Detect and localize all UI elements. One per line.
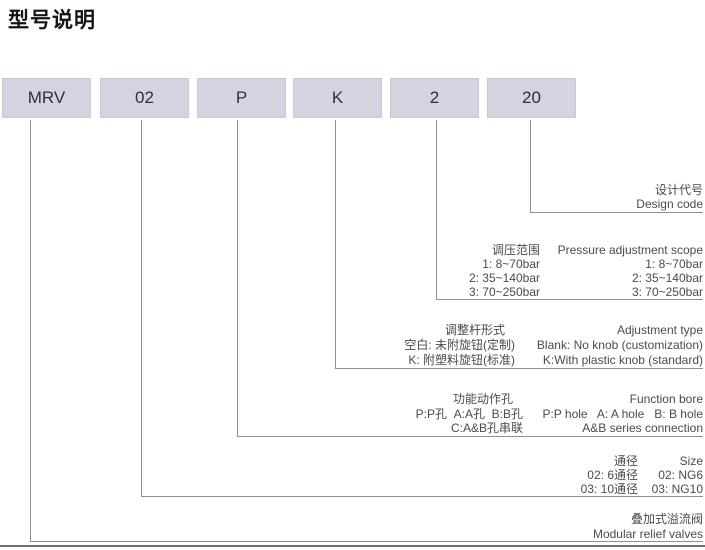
connector-pressure-hline — [436, 299, 703, 300]
model-box-pressure: 2 — [390, 78, 479, 118]
connector-size-hline — [141, 496, 703, 497]
page-bottom-border — [0, 545, 705, 547]
connector-knob-hline — [335, 368, 703, 369]
function-bore-row-2-zh: C:A&B孔串联 — [450, 421, 523, 435]
function-bore-row-1-en: P:P hole A: A hole B: B hole — [542, 406, 703, 421]
model-box-knob: K — [293, 78, 382, 118]
function-bore-row-1: P:P孔 A:A孔 B:B孔 P:P hole A: A hole B: B h… — [416, 407, 703, 422]
connector-design-vline — [530, 120, 531, 212]
design-code-zh: 设计代号 — [654, 183, 703, 197]
function-bore-header-zh: 功能动作孔 — [452, 392, 513, 406]
adjustment-header-en: Adjustment type — [616, 323, 703, 337]
size-row-2: 03: 10通径 03: NG10 — [581, 482, 703, 496]
pressure-row-2: 2: 35~140bar 2: 35~140bar — [469, 271, 703, 285]
connector-series-vline — [30, 120, 31, 541]
size-row-2-en: 03: NG10 — [651, 482, 703, 496]
adjustment-header: 调整杆形式 Adjustment type — [404, 323, 703, 338]
connector-design-hline — [530, 212, 703, 213]
adjustment-row-2-en: K:With plastic knob (standard) — [542, 353, 703, 367]
page-title: 型号说明 — [8, 9, 96, 32]
pressure-row-1-en: 1: 8~70bar — [645, 257, 703, 271]
pressure-row-1-zh: 1: 8~70bar — [482, 257, 540, 271]
adjustment-row-1: 空白: 未附旋钮(定制) Blank: No knob (customizati… — [404, 338, 703, 353]
pressure-row-3-zh: 3: 70~250bar — [468, 285, 540, 299]
model-box-design: 20 — [487, 78, 576, 118]
design-code-en: Design code — [636, 197, 703, 211]
connector-size-vline — [141, 120, 142, 496]
model-box-size: 02 — [100, 78, 189, 118]
size-header-en: Size — [679, 454, 703, 468]
connector-bore-vline — [237, 120, 238, 436]
size-header-zh: 通径 — [613, 454, 638, 468]
valve-type-en: Modular relief valves — [592, 526, 703, 541]
function-bore-header-en: Function bore — [629, 392, 703, 406]
function-bore-label: 功能动作孔 Function bore P:P孔 A:A孔 B:B孔 P:P h… — [416, 392, 703, 436]
size-row-1: 02: 6通径 02: NG6 — [581, 468, 703, 482]
function-bore-row-2-en: A&B series connection — [582, 421, 703, 435]
size-row-1-en: 02: NG6 — [658, 468, 703, 482]
pressure-row-1: 1: 8~70bar 1: 8~70bar — [469, 257, 703, 271]
adjustment-header-zh: 调整杆形式 — [444, 323, 505, 337]
pressure-header: 调压范围 Pressure adjustment scope — [469, 243, 703, 257]
adjustment-row-2-zh: K: 附塑料旋钮(标准) — [408, 353, 515, 367]
pressure-header-zh: 调压范围 — [491, 243, 540, 257]
valve-type-label: 叠加式溢流阀 Modular relief valves — [593, 512, 703, 541]
function-bore-row-2: C:A&B孔串联 A&B series connection — [416, 421, 703, 436]
connector-knob-vline — [335, 120, 336, 368]
pressure-row-2-zh: 2: 35~140bar — [468, 271, 540, 285]
model-box-series: MRV — [2, 78, 91, 118]
size-row-1-zh: 02: 6通径 — [587, 468, 638, 482]
adjustment-row-1-en: Blank: No knob (customization) — [536, 338, 703, 352]
size-header: 通径 Size — [581, 454, 703, 468]
size-row-2-zh: 03: 10通径 — [580, 482, 638, 496]
pressure-row-3: 3: 70~250bar 3: 70~250bar — [469, 285, 703, 299]
function-bore-row-1-zh: P:P孔 A:A孔 B:B孔 — [415, 406, 523, 421]
design-code-label: 设计代号 Design code — [636, 183, 703, 211]
valve-type-zh: 叠加式溢流阀 — [630, 512, 703, 526]
connector-bore-hline — [237, 436, 703, 437]
adjustment-row-1-zh: 空白: 未附旋钮(定制) — [404, 338, 515, 352]
adjustment-row-2: K: 附塑料旋钮(标准) K:With plastic knob (standa… — [404, 353, 703, 368]
pressure-header-en: Pressure adjustment scope — [557, 243, 703, 257]
pressure-scope-label: 调压范围 Pressure adjustment scope 1: 8~70ba… — [469, 243, 703, 299]
function-bore-header: 功能动作孔 Function bore — [416, 392, 703, 407]
pressure-row-3-en: 3: 70~250bar — [631, 285, 703, 299]
size-label: 通径 Size 02: 6通径 02: NG6 03: 10通径 03: NG1… — [581, 454, 703, 496]
connector-pressure-vline — [436, 120, 437, 299]
adjustment-type-label: 调整杆形式 Adjustment type 空白: 未附旋钮(定制) Blank… — [404, 323, 703, 368]
model-box-bore: P — [197, 78, 286, 118]
connector-series-hline — [30, 541, 703, 542]
pressure-row-2-en: 2: 35~140bar — [631, 271, 703, 285]
